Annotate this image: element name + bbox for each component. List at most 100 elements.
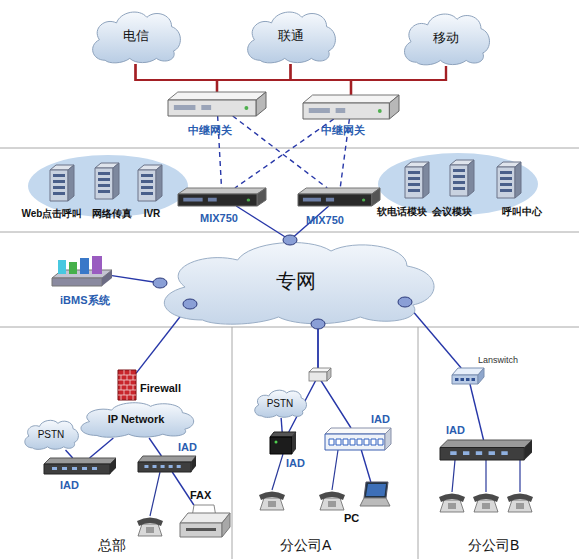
device-node: MIX750 [298,188,380,206]
device-node: IAD [325,428,391,450]
line-shape [0,232,579,233]
device-icon [325,428,391,450]
device-label: IAD [60,479,79,491]
device-icon [138,456,196,472]
polygon-shape [372,188,380,206]
device-icon [180,505,230,539]
line-shape [0,148,579,149]
rect-shape [201,105,211,110]
rect-shape [450,165,468,196]
device-node: 专网 [150,236,442,326]
polygon-shape [68,165,74,201]
rect-shape [343,439,348,445]
rect-shape [453,187,465,190]
device-node: Firewall [118,370,136,400]
device-node: 软电话模块 [405,162,429,198]
device-label: 中继网关 [321,124,365,136]
polygon-shape [222,513,230,537]
device-label: IAD [286,457,305,469]
rect-shape [168,100,256,116]
device-icon [138,165,162,201]
ellipse-shape [378,153,538,215]
cloud-label: PSTN [22,418,80,450]
device-node: 呼叫中心 [497,162,521,198]
circle-shape [247,199,251,202]
branch-label: 分公司A [280,538,331,553]
polygon-shape [327,368,331,381]
polygon-shape [364,482,388,498]
device-label: 会议模块 [432,206,472,217]
ellipse-shape [311,319,325,329]
polygon-shape [440,440,532,448]
line-shape [130,370,131,375]
rect-shape [298,194,372,206]
line-shape [452,460,455,492]
server-group-ellipses [28,153,538,217]
rect-shape [455,378,459,381]
rect-shape [98,178,110,181]
line-shape [418,327,419,559]
line-shape [519,460,520,492]
line-shape [133,375,134,380]
polygon-shape [178,188,266,194]
rect-shape [138,170,156,201]
polygon-shape [360,498,390,506]
rect-shape [153,465,157,468]
rect-shape [53,186,65,189]
use-shape [473,494,499,513]
band-lines [0,148,579,559]
rect-shape [98,172,110,175]
rect-shape [325,434,385,450]
device-label: MIX750 [200,212,238,224]
rect-shape [408,183,420,186]
rect-shape [336,108,346,113]
rect-shape [82,467,87,470]
rect-shape [501,451,507,455]
polygon-shape [44,458,116,464]
device-icon [95,163,119,199]
rect-shape [186,528,216,531]
polygon-shape [524,440,532,460]
device-label: Web点击呼叫 [22,208,83,219]
device-node: FAX [180,505,230,539]
device-node: Web点击呼叫 [50,165,74,201]
device-icon [118,370,136,400]
rect-shape [98,184,110,187]
device-label: 呼叫中心 [502,206,542,217]
rect-shape [405,167,423,198]
line-shape [121,375,122,380]
circle-shape [362,199,365,202]
device-node: 联通 [243,8,338,64]
device-node: IVR [138,165,162,201]
polygon-shape [138,456,196,462]
ellipse-shape [283,235,297,245]
use-shape [439,494,465,513]
network-link [90,438,114,458]
network-link [470,384,484,440]
device-icon [440,440,532,460]
device-node: 会议模块 [450,160,474,196]
rect-shape [476,451,482,455]
cloud-label: PSTN [252,388,308,418]
polygon-shape [298,188,380,194]
use-shape [137,518,163,537]
device-icon [303,95,399,119]
line-shape [485,460,486,492]
rect-shape [270,437,292,454]
device-icon [405,162,429,198]
line-shape [121,395,122,400]
polygon-shape [180,513,230,523]
rect-shape [329,439,334,445]
rect-shape [461,378,465,381]
device-icon [497,162,521,198]
device-node: IAD [138,456,196,472]
network-link [361,450,371,482]
rect-shape [371,439,376,445]
polygon-shape [113,163,119,199]
rect-shape [141,186,153,189]
device-node: PSTN [252,388,308,418]
device-node: IAD [440,440,532,460]
rect-shape [453,169,465,172]
